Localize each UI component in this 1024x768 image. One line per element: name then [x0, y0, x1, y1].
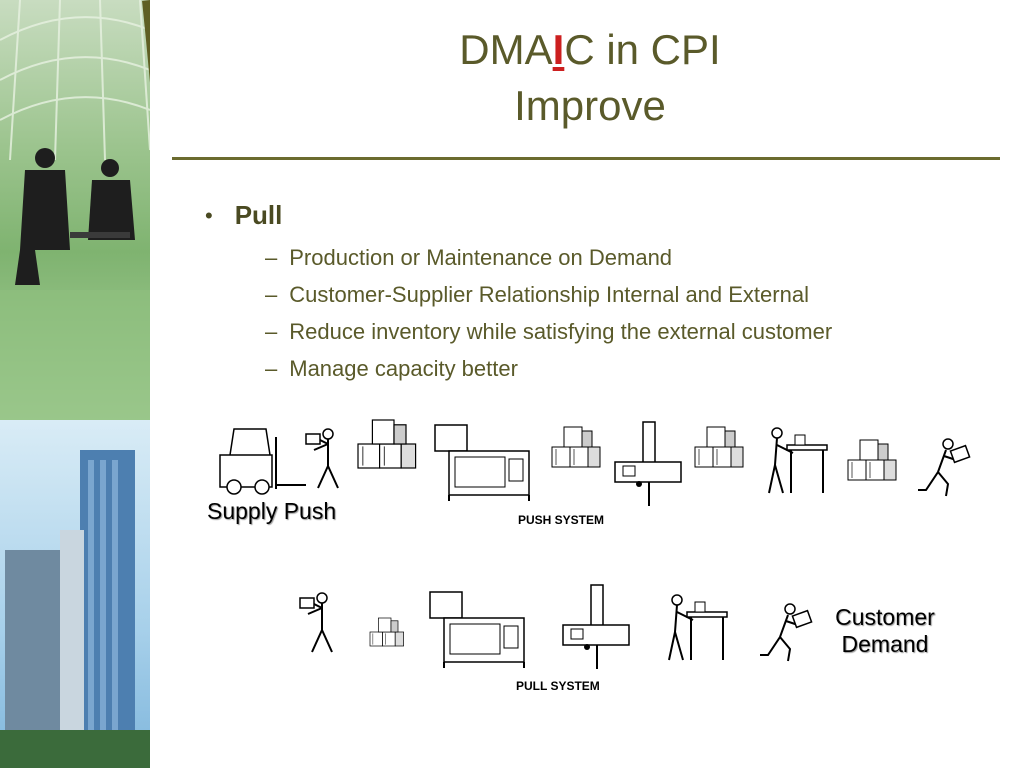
inventory-boxes-icon: [357, 419, 417, 469]
shipping-person-icon: [917, 438, 971, 497]
bullet-dot: •: [205, 202, 213, 228]
title-suffix: C in CPI: [564, 26, 721, 73]
sidebar-photos: [0, 0, 150, 768]
title-line-1: DMAIC in CPI: [330, 22, 850, 78]
inventory-boxes-icon: [369, 617, 404, 647]
title-line-2: Improve: [514, 82, 666, 129]
sub-bullet-text: Customer-Supplier Relationship Internal …: [289, 282, 809, 307]
supply-push-label: Supply Push: [207, 498, 337, 524]
customer-demand-label: Customer Demand: [828, 604, 942, 658]
sub-bullet: –Customer-Supplier Relationship Internal…: [265, 276, 832, 313]
machine-icon: [434, 424, 530, 502]
inventory-boxes-icon: [847, 439, 897, 481]
title-highlight-letter: I: [552, 26, 565, 73]
city-skyline-photo: [0, 420, 150, 768]
sub-bullet-text: Production or Maintenance on Demand: [289, 245, 673, 270]
workbench-worker-icon: [768, 427, 828, 494]
machine-icon: [429, 591, 525, 669]
forklift-icon: [219, 428, 306, 495]
dash-glyph: –: [265, 319, 278, 344]
bullet-main: • Pull: [205, 200, 832, 231]
sub-bullet-list: –Production or Maintenance on Demand –Cu…: [205, 239, 832, 387]
dash-glyph: –: [265, 282, 278, 307]
customer-demand-line-1: Customer: [835, 604, 935, 630]
receiving-person-icon: [305, 428, 339, 489]
shipping-person-icon: [759, 603, 813, 662]
sub-bullet-text: Reduce inventory while satisfying the ex…: [289, 319, 833, 344]
dash-glyph: –: [265, 356, 278, 381]
pull-system-label: PULL SYSTEM: [516, 679, 600, 693]
press-machine-icon: [614, 421, 682, 507]
dash-glyph: –: [265, 245, 278, 270]
title-prefix: DMA: [459, 26, 553, 73]
sub-bullet: –Manage capacity better: [265, 350, 832, 387]
slide-title: DMAIC in CPI Improve: [330, 22, 850, 134]
inventory-boxes-icon: [551, 426, 601, 468]
sub-bullet-text: Manage capacity better: [289, 356, 518, 381]
customer-demand-line-2: Demand: [841, 631, 929, 657]
inventory-boxes-icon: [694, 426, 744, 468]
business-meeting-photo: [0, 0, 150, 420]
sub-bullet: –Production or Maintenance on Demand: [265, 239, 832, 276]
receiving-person-icon: [299, 592, 333, 653]
push-system-label: PUSH SYSTEM: [518, 513, 605, 527]
sub-bullet: –Reduce inventory while satisfying the e…: [265, 313, 832, 350]
bullet-main-text: Pull: [234, 200, 283, 230]
bullet-list: • Pull –Production or Maintenance on Dem…: [205, 200, 832, 387]
title-divider: [172, 157, 1000, 160]
press-machine-icon: [562, 584, 630, 670]
workbench-worker-icon: [668, 594, 728, 661]
